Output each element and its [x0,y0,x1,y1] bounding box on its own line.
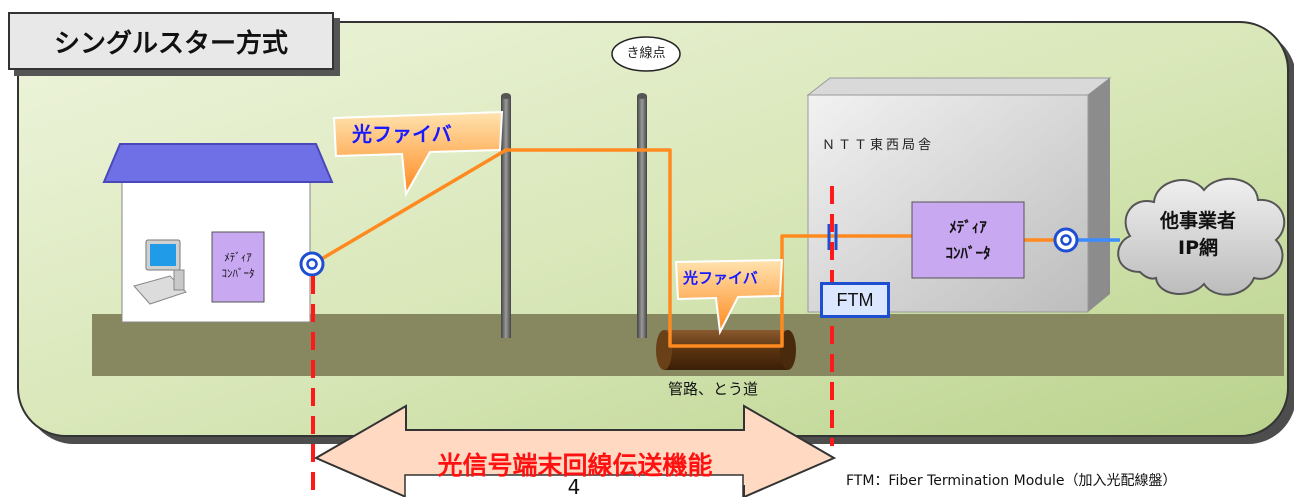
function-arrow-label-wrap: 光信号端末回線伝送機能 [406,444,744,480]
utility-pole-left-top [501,93,511,99]
duct-left-end [656,330,672,370]
fiber-callout-upper [332,110,504,198]
fiber-callout-lower [674,258,784,336]
duct-label: 管路、とう道 [668,380,759,398]
page-number: 4 [567,475,581,499]
fiber-callout-lower-label: 光ファイバ [683,269,758,287]
duct-body [664,330,788,370]
house-roof [102,143,334,183]
fiber-callout-upper-label: 光ファイバ [352,122,452,146]
media-converter-home [211,231,265,303]
optical-fiber-route [312,148,912,348]
office-label: ＮＴＴ東西局舎 [822,138,935,153]
media-converter-office-label-line1: ﾒﾃﾞｨｱ [949,218,987,236]
computer-icon [133,239,187,305]
ftm-box: FTM [820,282,890,318]
media-converter-home-label: ﾒﾃﾞｨｱ ｺﾝﾊﾞｰﾀ [212,250,264,282]
media-converter-office [911,201,1025,279]
function-arrow-label: 光信号端末回線伝送機能 [437,451,713,480]
utility-pole-right [637,96,647,338]
branch-point-label: き線点 [626,46,666,61]
media-converter-home-label-line2: ｺﾝﾊﾞｰﾀ [221,267,255,280]
page-number-box [404,474,744,497]
optical-port-home-icon [299,251,325,277]
ip-network-label: 他事業者 IP網 [1138,208,1258,262]
ip-network-cloud [1117,177,1286,296]
utility-pole-right-top [637,93,647,99]
branch-point-marker [611,36,681,72]
media-converter-office-label-line2: ｺﾝﾊﾞｰﾀ [945,244,991,262]
media-converter-home-label-line1: ﾒﾃﾞｨｱ [224,251,252,264]
page-title: シングルスター方式 [8,12,334,70]
duct-right-end [780,330,796,370]
ip-network-label-line1: 他事業者 [1159,210,1236,232]
utility-pole-left [501,96,511,338]
office-building-side [1088,78,1110,312]
ftm-footnote: FTM：Fiber Termination Module（加入光配線盤） [846,473,1177,489]
media-converter-office-label: ﾒﾃﾞｨｱ ｺﾝﾊﾞｰﾀ [912,214,1024,266]
ip-network-label-line2: IP網 [1178,237,1218,259]
optical-port-office-icon [1053,227,1079,253]
office-building-top [806,77,1112,96]
